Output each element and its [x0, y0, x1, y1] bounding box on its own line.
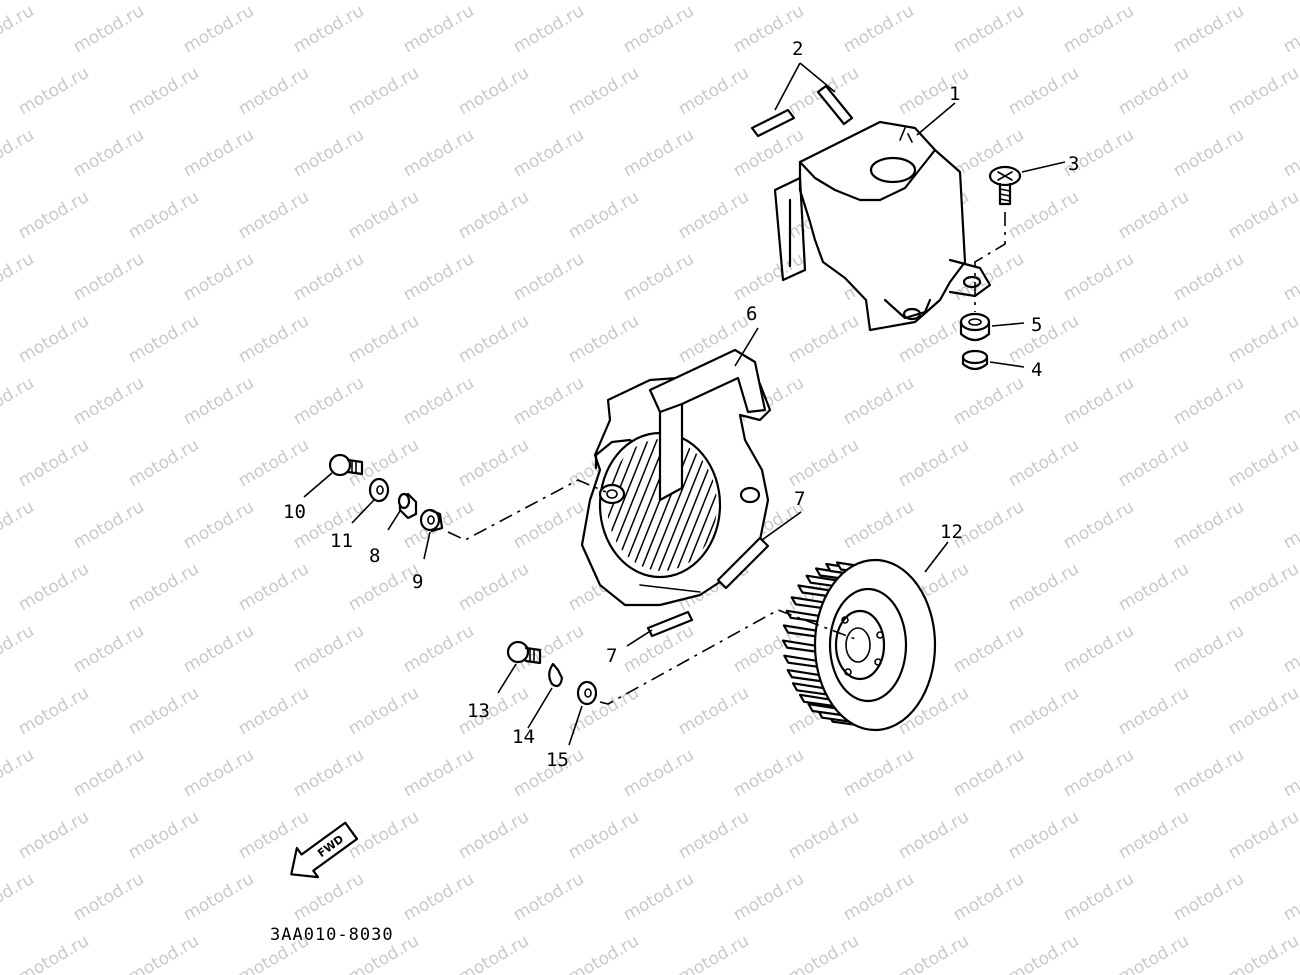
- part-15-washer[interactable]: [576, 680, 598, 706]
- part-4-collar[interactable]: [961, 349, 989, 371]
- leader-lines: [303, 62, 1066, 746]
- callout-7-upper: 7: [794, 488, 805, 510]
- assembly-line-flywheel: [599, 609, 859, 705]
- part-10-bolt[interactable]: [328, 453, 364, 477]
- part-1-cylinder-shroud[interactable]: [773, 120, 992, 332]
- callout-11: 11: [330, 530, 353, 552]
- callout-12: 12: [940, 521, 963, 543]
- flywheel-fin: [781, 639, 824, 654]
- callout-14: 14: [512, 726, 535, 748]
- flywheel-fin: [786, 669, 828, 684]
- part-13-bolt[interactable]: [506, 640, 542, 665]
- flywheel-fin: [791, 682, 834, 697]
- callout-5: 5: [1031, 314, 1042, 336]
- part-14-spring-washer[interactable]: [548, 662, 564, 688]
- fwd-direction-arrow: FWD: [290, 821, 359, 879]
- callout-15: 15: [546, 749, 569, 771]
- assembly-line-shroud: [447, 479, 607, 541]
- flywheel-fin: [798, 693, 841, 708]
- part-3-bolt[interactable]: [988, 165, 1022, 206]
- callout-7-lower: 7: [606, 645, 617, 667]
- callout-6: 6: [746, 303, 757, 325]
- part-8-collar[interactable]: [397, 492, 418, 520]
- part-6-fan-shroud[interactable]: [520, 348, 796, 607]
- part-7-strip-lower[interactable]: [646, 610, 694, 638]
- part-9-grommet[interactable]: [419, 508, 444, 533]
- flywheel-fin: [783, 654, 825, 669]
- part-11-washer[interactable]: [368, 477, 390, 503]
- diagram-code: 3AA010-8030: [270, 925, 394, 945]
- callout-4: 4: [1031, 359, 1042, 381]
- part-12-flywheel-fan[interactable]: [781, 558, 937, 732]
- flywheel-fin: [782, 624, 825, 639]
- callout-8: 8: [369, 545, 380, 567]
- callout-1: 1: [949, 83, 960, 105]
- callout-10: 10: [283, 501, 306, 523]
- part-7-strip-upper[interactable]: [716, 536, 770, 590]
- part-5-grommet[interactable]: [959, 312, 991, 342]
- callout-13: 13: [467, 700, 490, 722]
- callout-9: 9: [412, 571, 423, 593]
- callout-labels: 2 1 3 5 4 6 7 7 8 9 10 11 12 13 14 15: [283, 38, 1079, 771]
- callout-3: 3: [1068, 153, 1079, 175]
- assembly-line-bolt: [974, 212, 1006, 312]
- part-2-seal-strips[interactable]: [750, 84, 854, 138]
- callout-2: 2: [792, 38, 803, 60]
